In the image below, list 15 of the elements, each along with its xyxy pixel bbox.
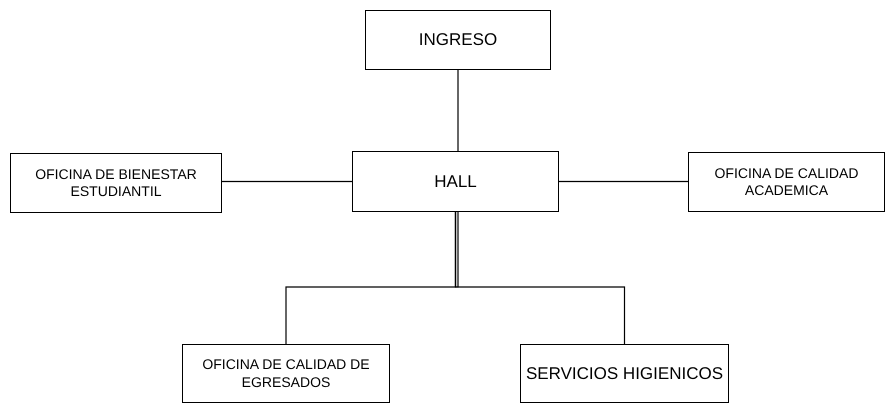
connector-line [454,212,626,344]
room-label: OFICINA DE CALIDAD ACADEMICA [714,164,860,200]
room-box [182,344,390,403]
room-box [688,152,885,212]
room-label: INGRESO [418,29,498,51]
room-box [365,10,551,70]
connector-line [559,180,688,182]
room-box [10,153,222,213]
connector-line [222,180,352,182]
room-label: HALL [433,170,478,192]
room-box [352,151,559,212]
room-label: SERVICIOS HIGIENICOS [524,362,724,384]
room-box [520,344,729,403]
room-label: OFICINA DE CALIDAD DE EGRESADOS [201,356,371,391]
room-label: OFICINA DE BIENESTAR ESTUDIANTIL [34,166,198,200]
